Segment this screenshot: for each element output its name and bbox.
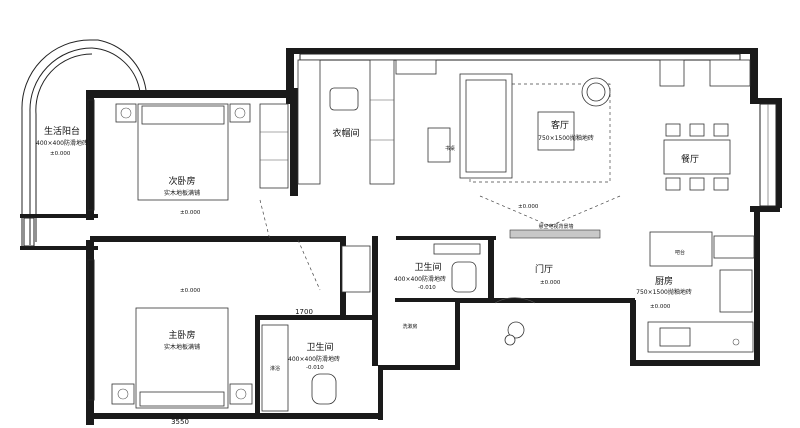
opening-lines xyxy=(259,195,621,291)
balcony-name: 生活阳台 xyxy=(44,125,80,137)
living-name: 客厅 xyxy=(551,119,569,131)
entry-door xyxy=(494,297,536,346)
kitchen-name: 厨房 xyxy=(655,275,673,287)
second-bedroom-level: ±0.000 xyxy=(180,210,201,216)
desk-label: 书桌 xyxy=(445,145,455,152)
kitchen-furniture xyxy=(647,231,755,353)
bath1-name: 卫生间 xyxy=(414,261,441,273)
master-bedroom-level: ±0.000 xyxy=(180,288,201,294)
living-furniture xyxy=(427,73,611,239)
master-width-dimension: 3550 xyxy=(171,418,189,426)
master-bedroom-spec: 实木地板满铺 xyxy=(164,343,200,351)
foyer-name: 门厅 xyxy=(535,263,553,275)
room-labels: 生活阳台 400×400防滑地砖 ±0.000 次卧房 实木地板满铺 ±0.00… xyxy=(36,119,699,426)
island-label: 吧台 xyxy=(675,249,685,256)
second-bedroom-spec: 实木地板满铺 xyxy=(164,189,200,197)
balcony-level: ±0.000 xyxy=(50,151,71,157)
closet-furniture xyxy=(297,59,437,185)
bath2-name: 卫生间 xyxy=(306,341,333,353)
bath1-level: -0.010 xyxy=(418,285,436,291)
master-bedroom-furniture xyxy=(111,307,253,409)
bath-width-dimension: 1700 xyxy=(295,308,313,316)
laundry-name: 洗漱房 xyxy=(402,323,417,330)
bath2-level: -0.010 xyxy=(306,365,324,371)
balcony-outline xyxy=(20,39,147,250)
kitchen-level: ±0.000 xyxy=(650,304,671,310)
bath2-spec: 400×400防滑地砖 xyxy=(288,355,340,363)
foyer-level: ±0.000 xyxy=(540,280,561,286)
dining-name: 餐厅 xyxy=(681,153,699,165)
living-spec: 750×1500抛釉地砖 xyxy=(538,134,594,142)
living-level: ±0.000 xyxy=(518,204,539,210)
second-bedroom-name: 次卧房 xyxy=(168,175,195,187)
bath-furniture xyxy=(261,243,481,412)
closet-name: 衣帽间 xyxy=(332,127,359,139)
shower-label: 淋浴 xyxy=(270,365,280,372)
balcony-spec: 400×400防滑地砖 xyxy=(36,139,88,147)
tv-wall-label: 悬空电视背景墙 xyxy=(538,223,573,230)
master-bedroom-name: 主卧房 xyxy=(168,329,195,341)
kitchen-spec: 750×1500抛釉地砖 xyxy=(636,288,692,296)
bath1-spec: 400×400防滑地砖 xyxy=(394,275,446,283)
exterior-walls xyxy=(86,48,782,425)
windows xyxy=(87,53,777,401)
dining-furniture xyxy=(659,59,751,191)
second-bedroom-furniture xyxy=(115,103,289,201)
